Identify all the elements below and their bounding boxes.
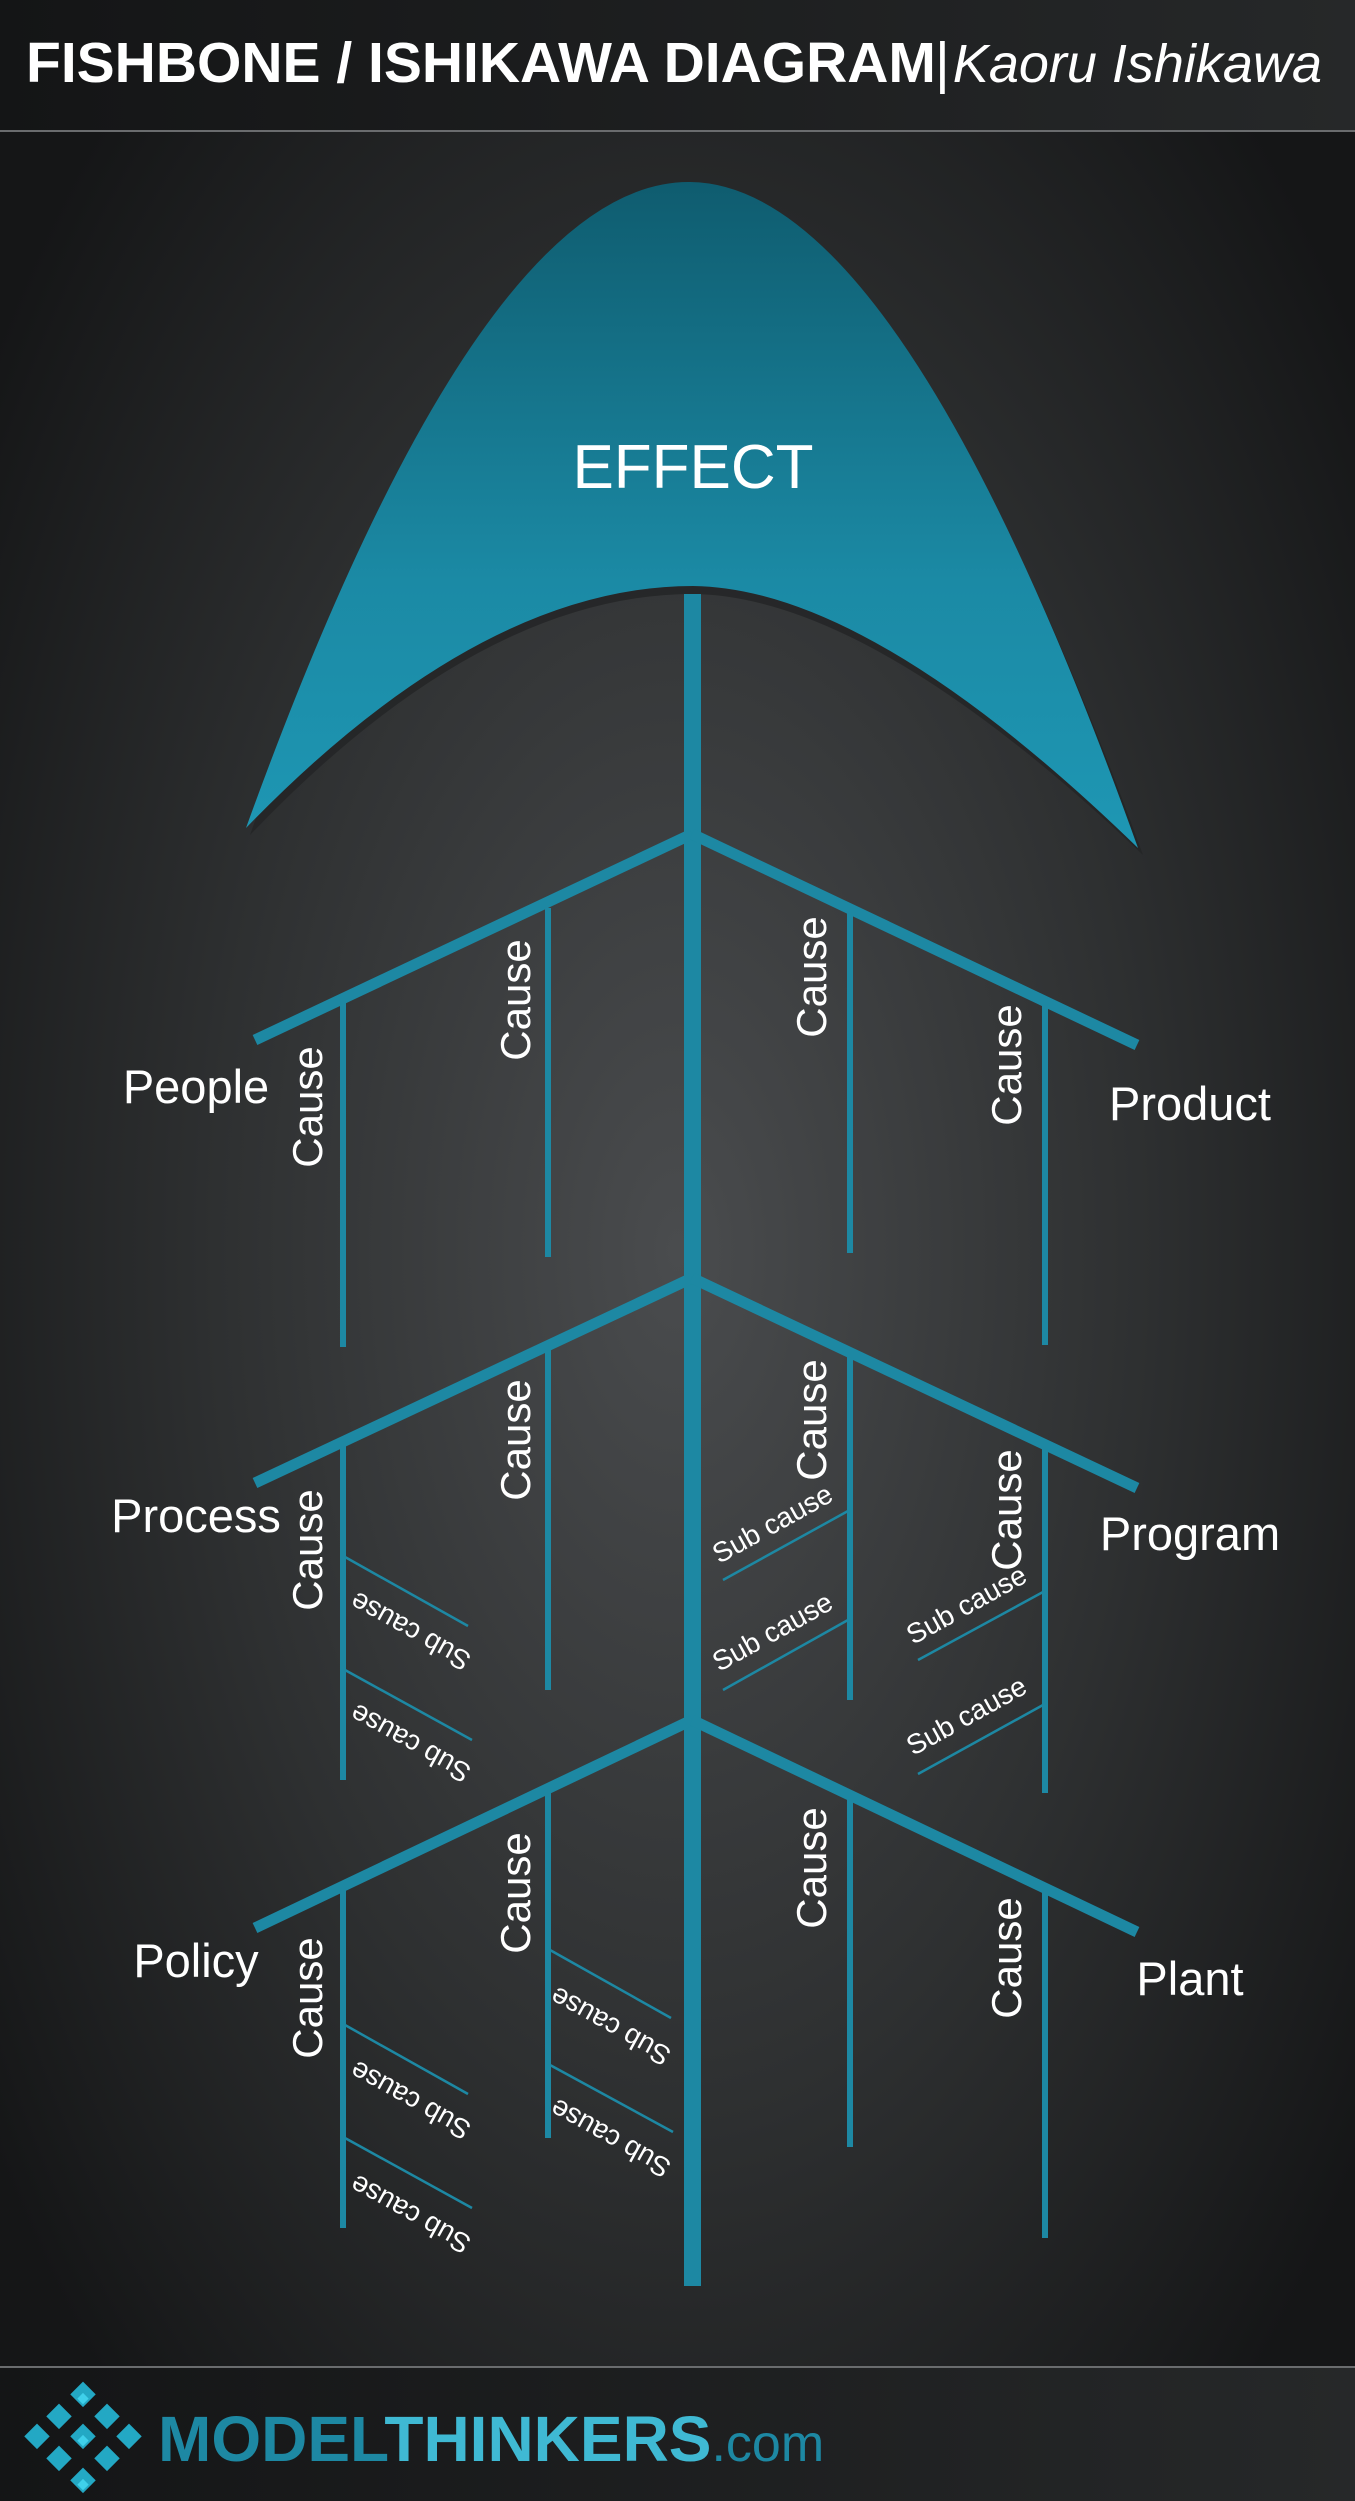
category-people: People	[123, 1060, 269, 1113]
category-plant: Plant	[1136, 1952, 1243, 2005]
fish-spine	[684, 594, 701, 2286]
branch-process	[252, 1273, 695, 1488]
modelthinkers-logo-icon	[24, 2381, 142, 2494]
branch-program	[689, 1273, 1140, 1493]
footer-bar	[0, 2368, 1355, 2501]
branch-plant	[689, 1715, 1140, 1937]
branch-people	[252, 829, 695, 1045]
cause-label: Cause	[492, 1379, 539, 1500]
brand-model: MODEL	[158, 2403, 388, 2475]
cause-label: Cause	[788, 1807, 835, 1928]
branch-policy	[252, 1715, 695, 1933]
category-process: Process	[111, 1489, 281, 1542]
cause-label: Cause	[284, 1046, 331, 1167]
cause-label: Cause	[492, 939, 539, 1060]
branch-product	[689, 829, 1140, 1050]
cause-label: Cause	[284, 1489, 331, 1610]
cause-label: Cause	[284, 1937, 331, 2058]
effect-label: EFFECT	[572, 433, 813, 502]
cause-label: Cause	[788, 916, 835, 1037]
cause-label: Cause	[983, 1004, 1030, 1125]
title-separator: |	[935, 31, 950, 95]
cause-label: Cause	[983, 1449, 1030, 1570]
page-title: FISHBONE / ISHIKAWA DIAGRAM	[26, 31, 936, 95]
brand-wordmark: MODELTHINKERS.com	[158, 2403, 824, 2475]
brand-thinkers: THINKERS	[384, 2403, 711, 2475]
fish-head	[246, 181, 1143, 855]
category-policy: Policy	[133, 1934, 259, 1987]
cause-label: Cause	[788, 1359, 835, 1480]
header-bar	[0, 0, 1355, 130]
branch-lines	[252, 829, 1140, 1937]
cause-label: Cause	[983, 1897, 1030, 2018]
category-program: Program	[1100, 1507, 1280, 1560]
subcause-lines	[344, 1509, 1044, 2210]
brand-suffix: .com	[711, 2415, 824, 2473]
cause-bones	[340, 908, 1048, 2238]
category-product: Product	[1109, 1077, 1271, 1130]
author-name: Kaoru Ishikawa	[953, 34, 1322, 94]
cause-label: Cause	[492, 1832, 539, 1953]
